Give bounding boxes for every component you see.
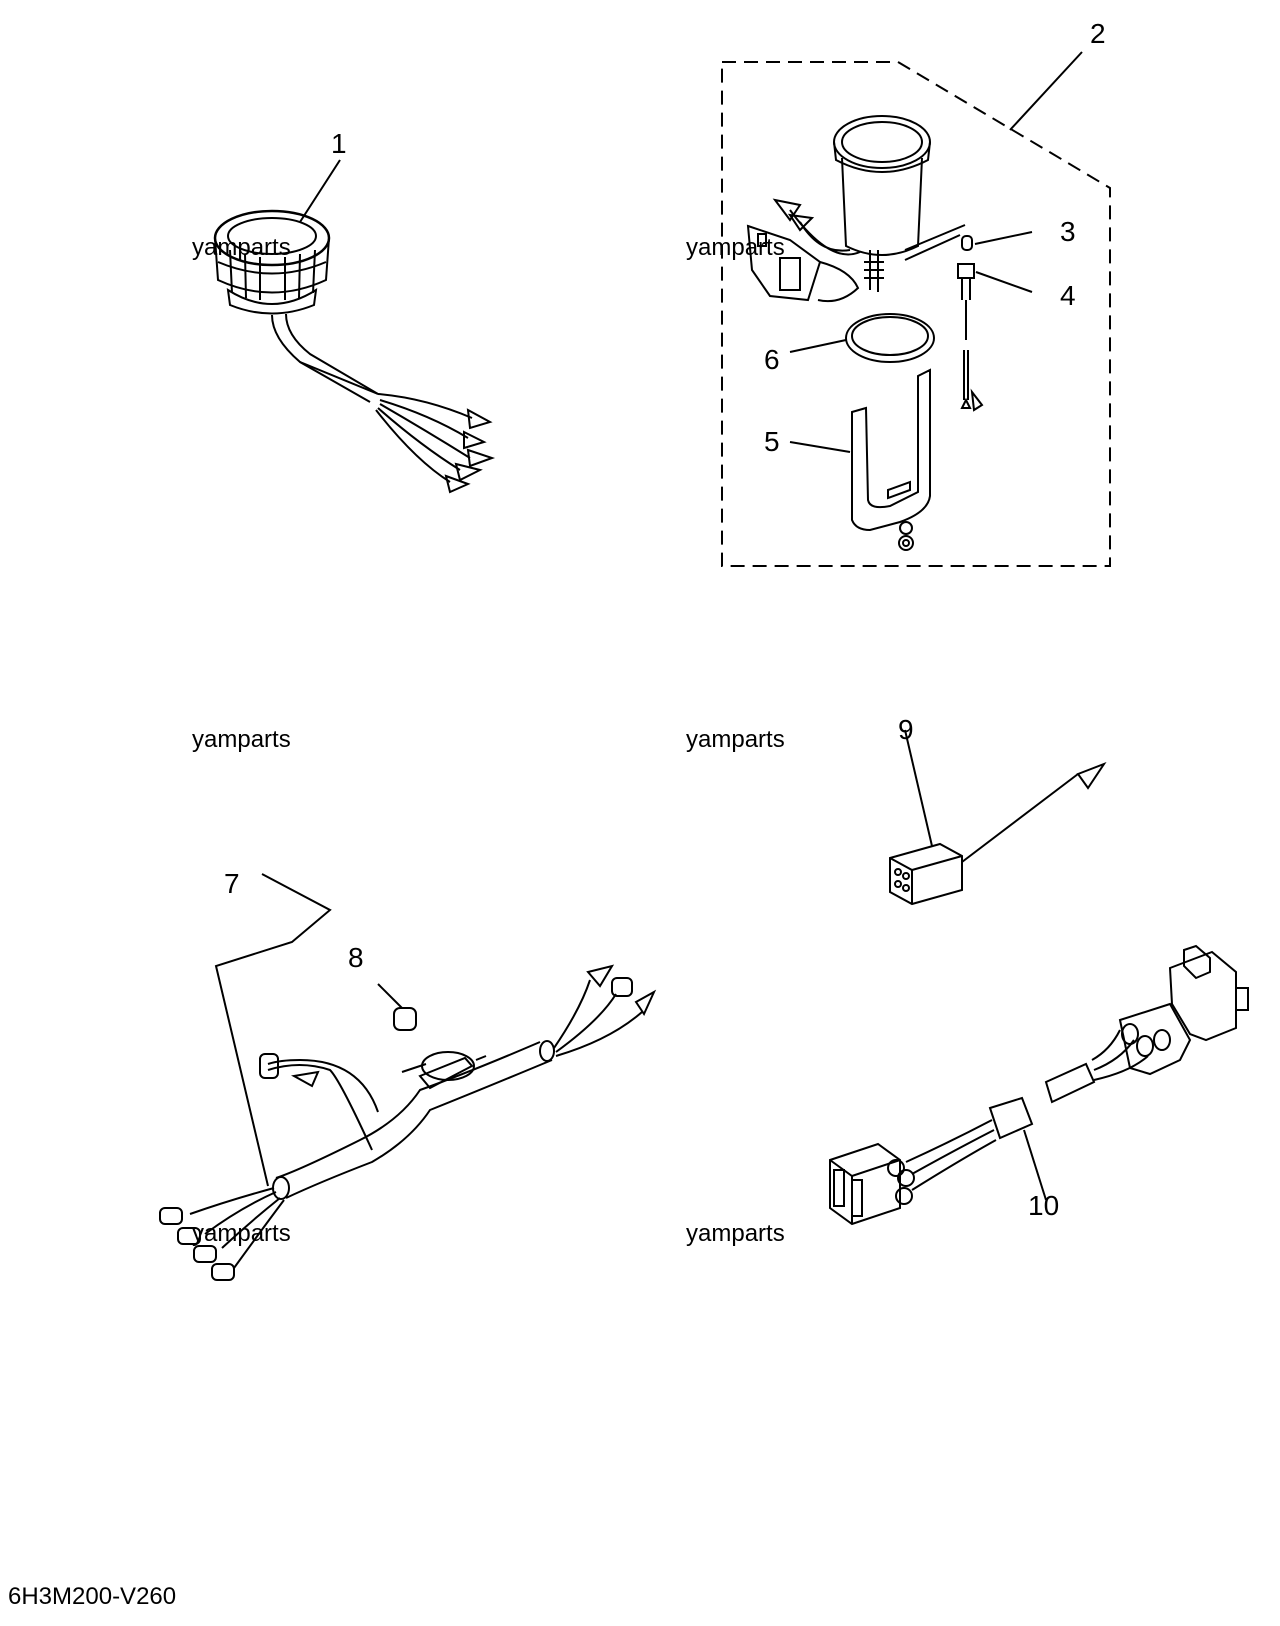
watermark: yamparts xyxy=(192,1220,291,1247)
part-5-bracket xyxy=(790,370,930,550)
watermark: yamparts xyxy=(192,726,291,753)
sending-unit xyxy=(748,116,965,301)
callout-6: 6 xyxy=(764,344,780,375)
part-10-adapter xyxy=(830,946,1248,1224)
part-7-harness xyxy=(160,874,654,1280)
watermark: yamparts xyxy=(686,234,785,261)
callout-3: 3 xyxy=(1060,216,1076,247)
callout-1: 1 xyxy=(331,128,347,159)
leader-2 xyxy=(1010,52,1082,130)
part-8-fuse xyxy=(378,984,416,1030)
watermark: yamparts xyxy=(686,1220,785,1247)
callout-2: 2 xyxy=(1090,18,1106,49)
callout-4: 4 xyxy=(1060,280,1076,311)
part-2-kit-outline xyxy=(722,62,1110,566)
part-3-cap xyxy=(962,232,1032,250)
part-1-gauge xyxy=(215,211,492,492)
callout-5: 5 xyxy=(764,426,780,457)
watermark: yamparts xyxy=(686,726,785,753)
callout-8: 8 xyxy=(348,942,364,973)
leader-1 xyxy=(300,160,340,222)
part-9-connector xyxy=(890,730,1104,904)
callout-9: 9 xyxy=(898,714,914,745)
part-6-gasket xyxy=(790,314,934,362)
callout-10: 10 xyxy=(1028,1190,1060,1221)
part-4-terminal xyxy=(958,264,1032,410)
drawing-code: 6H3M200-V260 xyxy=(8,1583,177,1610)
callout-7: 7 xyxy=(224,868,240,899)
watermark: yamparts xyxy=(192,234,291,261)
